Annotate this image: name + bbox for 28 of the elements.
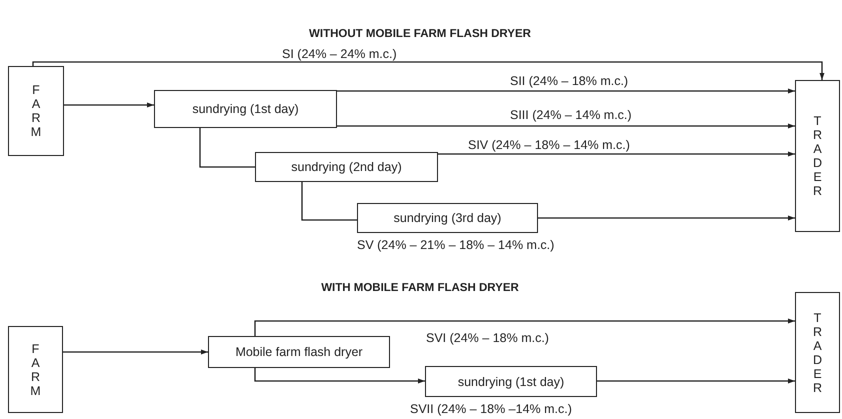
edge-label: SII (24% – 18% m.c.) xyxy=(508,74,630,88)
process-box: sundrying (1st day) xyxy=(154,90,337,128)
arrow xyxy=(597,378,795,384)
arrow xyxy=(337,88,795,94)
arrow xyxy=(538,216,795,220)
edge-label: SI (24% – 24% m.c.) xyxy=(280,47,399,61)
section-heading: WITHOUT MOBILE FARM FLASH DRYER xyxy=(309,28,531,40)
process-box: FARM xyxy=(8,66,64,156)
edge-label: SIII (24% – 14% m.c.) xyxy=(508,108,634,122)
arrow xyxy=(32,61,824,80)
edge-label: SV (24% – 21% – 18% – 14% m.c.) xyxy=(355,238,556,252)
arrow xyxy=(337,124,795,128)
process-box: TRADER xyxy=(795,292,840,413)
arrow xyxy=(63,350,208,354)
edge-label: SVI (24% – 18% m.c.) xyxy=(424,331,551,345)
section-heading: WITH MOBILE FARM FLASH DRYER xyxy=(321,282,519,294)
process-box: sundrying (2nd day) xyxy=(255,152,438,182)
edge-label: SIV (24% – 18% – 14% m.c.) xyxy=(466,138,632,152)
process-box: TRADER xyxy=(795,80,840,232)
arrow xyxy=(254,318,795,336)
edge-label: SVII (24% – 18% –14% m.c.) xyxy=(408,402,574,416)
process-box: sundrying (1st day) xyxy=(425,366,597,397)
arrow xyxy=(438,152,795,156)
process-box: sundrying (3rd day) xyxy=(357,203,538,233)
arrow xyxy=(254,368,425,384)
process-box: Mobile farm flash dryer xyxy=(208,336,390,368)
process-box: FARM xyxy=(8,326,63,413)
arrow xyxy=(64,102,154,108)
